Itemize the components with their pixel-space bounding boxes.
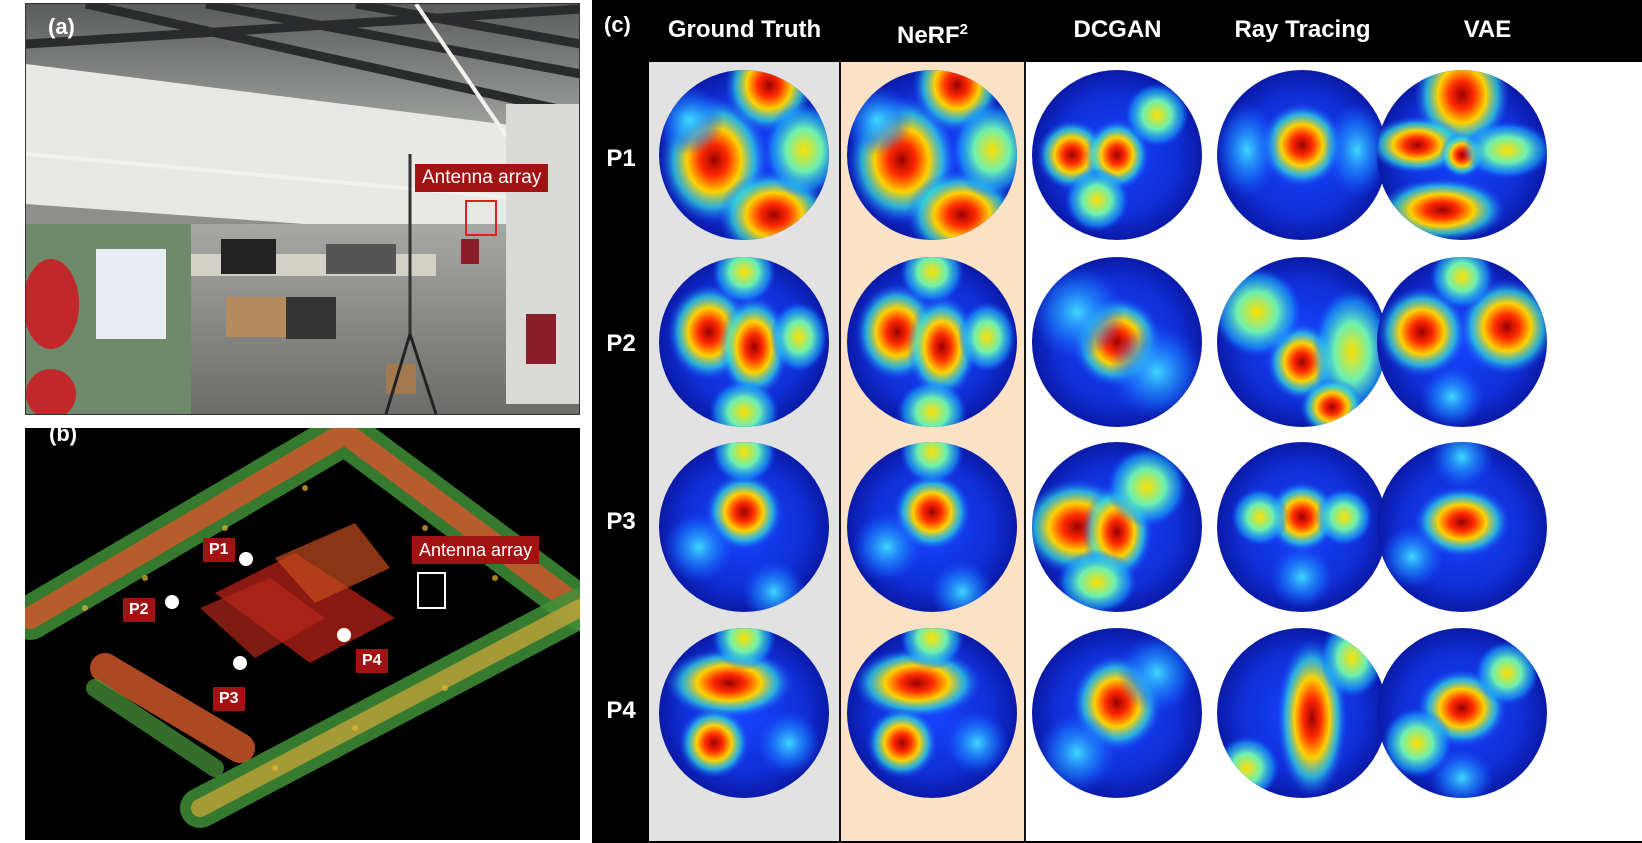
antenna-highlight-box: [465, 200, 497, 236]
point-marker-p3: [233, 656, 247, 670]
heatmap-grid: [659, 70, 1547, 798]
heatmap-disc: [847, 257, 1017, 427]
heatmap-disc: [1032, 628, 1202, 798]
heatmap-disc: [847, 70, 1017, 240]
heatmap-disc: [847, 628, 1017, 798]
point-label-p2: P2: [123, 598, 155, 622]
heatmap-disc: [1377, 442, 1547, 612]
point-label-p3: P3: [213, 687, 245, 711]
point-marker-p2: [165, 595, 179, 609]
panel-b-letter: (b): [49, 428, 78, 446]
point-cloud-illustration: [25, 428, 580, 828]
row-label-p4: P4: [606, 697, 636, 724]
panel-c-spectrum-grid: (c) Ground Truth NeRF2 DCGAN Ray Tracing…: [592, 0, 1642, 843]
heatmap-disc: [1032, 257, 1202, 427]
panel-b-point-cloud: (b) Antenna array P1 P2 P3 P4: [25, 428, 580, 840]
heatmap-disc: [1217, 628, 1387, 798]
antenna-array-label-b: Antenna array: [412, 536, 540, 564]
heatmap-disc: [847, 442, 1017, 612]
heatmap-disc: [659, 628, 829, 798]
panel-a-letter: (a): [48, 14, 75, 39]
column-header-vae: VAE: [1463, 16, 1512, 43]
column-header-ray-tracing: Ray Tracing: [1234, 16, 1371, 43]
antenna-highlight-box-b: [417, 572, 446, 609]
heatmap-disc: [1032, 70, 1202, 240]
heatmap-disc: [659, 257, 829, 427]
antenna-array-label: Antenna array: [415, 164, 549, 192]
point-label-p4: P4: [356, 649, 388, 673]
heatmap-disc: [1377, 628, 1547, 798]
lab-photo-illustration: [26, 4, 579, 414]
heatmap-disc: [659, 442, 829, 612]
point-label-p1: P1: [203, 538, 235, 562]
heatmap-disc: [1217, 70, 1387, 240]
column-header-dcgan: DCGAN: [1073, 16, 1162, 43]
heatmap-disc: [1377, 257, 1547, 427]
panel-c-letter: (c): [604, 12, 631, 37]
heatmap-disc: [1377, 70, 1547, 240]
point-marker-p1: [239, 552, 253, 566]
point-marker-p4: [337, 628, 351, 642]
heatmap-disc: [1032, 442, 1202, 612]
column-divider: [1024, 62, 1026, 841]
column-divider: [839, 62, 841, 841]
column-header-nerf2: NeRF2: [896, 21, 968, 49]
heatmap-disc: [1217, 442, 1387, 612]
row-label-p3: P3: [606, 508, 636, 535]
heatmap-disc: [659, 70, 829, 240]
column-header-ground-truth: Ground Truth: [667, 16, 822, 43]
row-label-p1: P1: [606, 145, 636, 172]
heatmap-disc: [1217, 257, 1387, 427]
row-label-p2: P2: [606, 330, 636, 357]
panel-a-photo: (a) Antenna array: [25, 3, 580, 415]
